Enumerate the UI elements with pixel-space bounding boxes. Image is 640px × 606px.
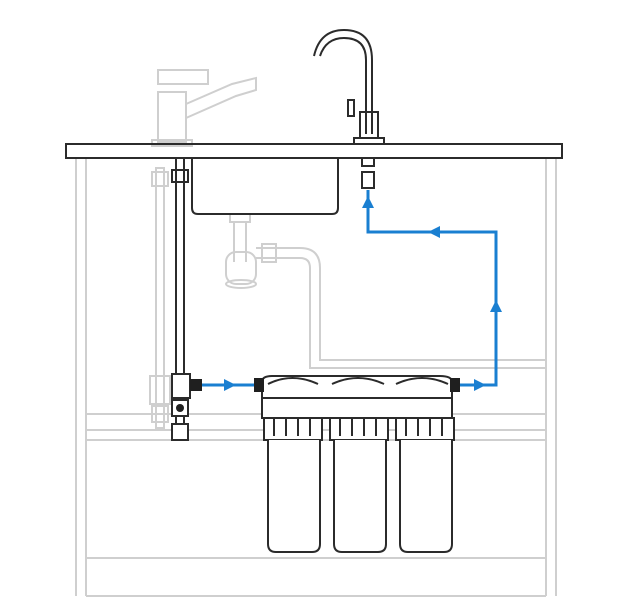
filter-manifold-cap-3 (395, 377, 449, 385)
tee-adapter-valve[interactable] (171, 373, 202, 441)
filter-housing-2-body (333, 440, 387, 553)
filter-housing-2-rib-lines (339, 418, 377, 436)
mixer-body (157, 91, 187, 143)
drinking-water-faucet (313, 28, 385, 189)
filter-manifold-cap-1 (267, 377, 319, 385)
filter-housing-1-rib-lines (273, 418, 311, 436)
siphon-joint (261, 243, 277, 263)
mixer-handle (157, 69, 209, 85)
filter-housing-3-rib-lines (405, 418, 443, 436)
siphon-bowl (225, 251, 257, 285)
faucet-lever (347, 99, 355, 117)
hot-pipe-fitting (151, 171, 169, 187)
tee-lower-nut (171, 423, 189, 441)
sink-bowl (191, 158, 339, 215)
flow-arrow-left (428, 226, 440, 238)
mixer-spout (185, 76, 257, 119)
flow-arrow-right-1 (224, 379, 236, 391)
filter-housing-2 (329, 417, 389, 553)
flow-arrow-up (490, 300, 502, 312)
siphon-outlet (256, 247, 546, 369)
filter-housing-2-ribs (329, 417, 389, 441)
filter-housing-3 (395, 417, 455, 553)
triple-filter-system (254, 375, 460, 553)
hot-pipe-valve (149, 375, 171, 405)
flow-arrows (224, 196, 502, 391)
flow-outlet-segment (366, 190, 498, 387)
tee-body (171, 373, 191, 399)
faucet-base (353, 137, 385, 145)
flow-arrow-right-2 (474, 379, 486, 391)
filter-housing-1-ribs (263, 417, 323, 441)
countertop-slab (65, 143, 563, 159)
faucet-spout (313, 28, 373, 134)
filter-housing-3-ribs (395, 417, 455, 441)
faucet-fitting (361, 171, 375, 189)
filter-bracket (261, 397, 453, 419)
filter-manifold-cap-2 (331, 377, 385, 385)
sink-basin (191, 158, 339, 215)
filter-inlet-port (254, 378, 264, 392)
tee-knob (176, 404, 184, 412)
filter-housing-3-body (399, 440, 453, 553)
filter-housing-1 (263, 417, 323, 553)
faucet-body (359, 111, 379, 139)
flow-arrow-up-faucet (362, 196, 374, 208)
filter-housing-1-body (267, 440, 321, 553)
hot-pipe-valve-lower (151, 405, 169, 423)
hot-water-pipe (155, 167, 165, 429)
siphon-cap (225, 279, 257, 289)
drain-siphon (225, 213, 546, 369)
faucet-connector (361, 157, 375, 167)
filter-manifold (261, 375, 453, 399)
countertop (65, 143, 563, 159)
siphon-collar (229, 213, 251, 223)
cold-pipe-fitting-top (171, 169, 189, 183)
tee-outlet (190, 379, 202, 391)
filter-outlet-port (450, 378, 460, 392)
kitchen-mixer-faucet (151, 69, 257, 147)
